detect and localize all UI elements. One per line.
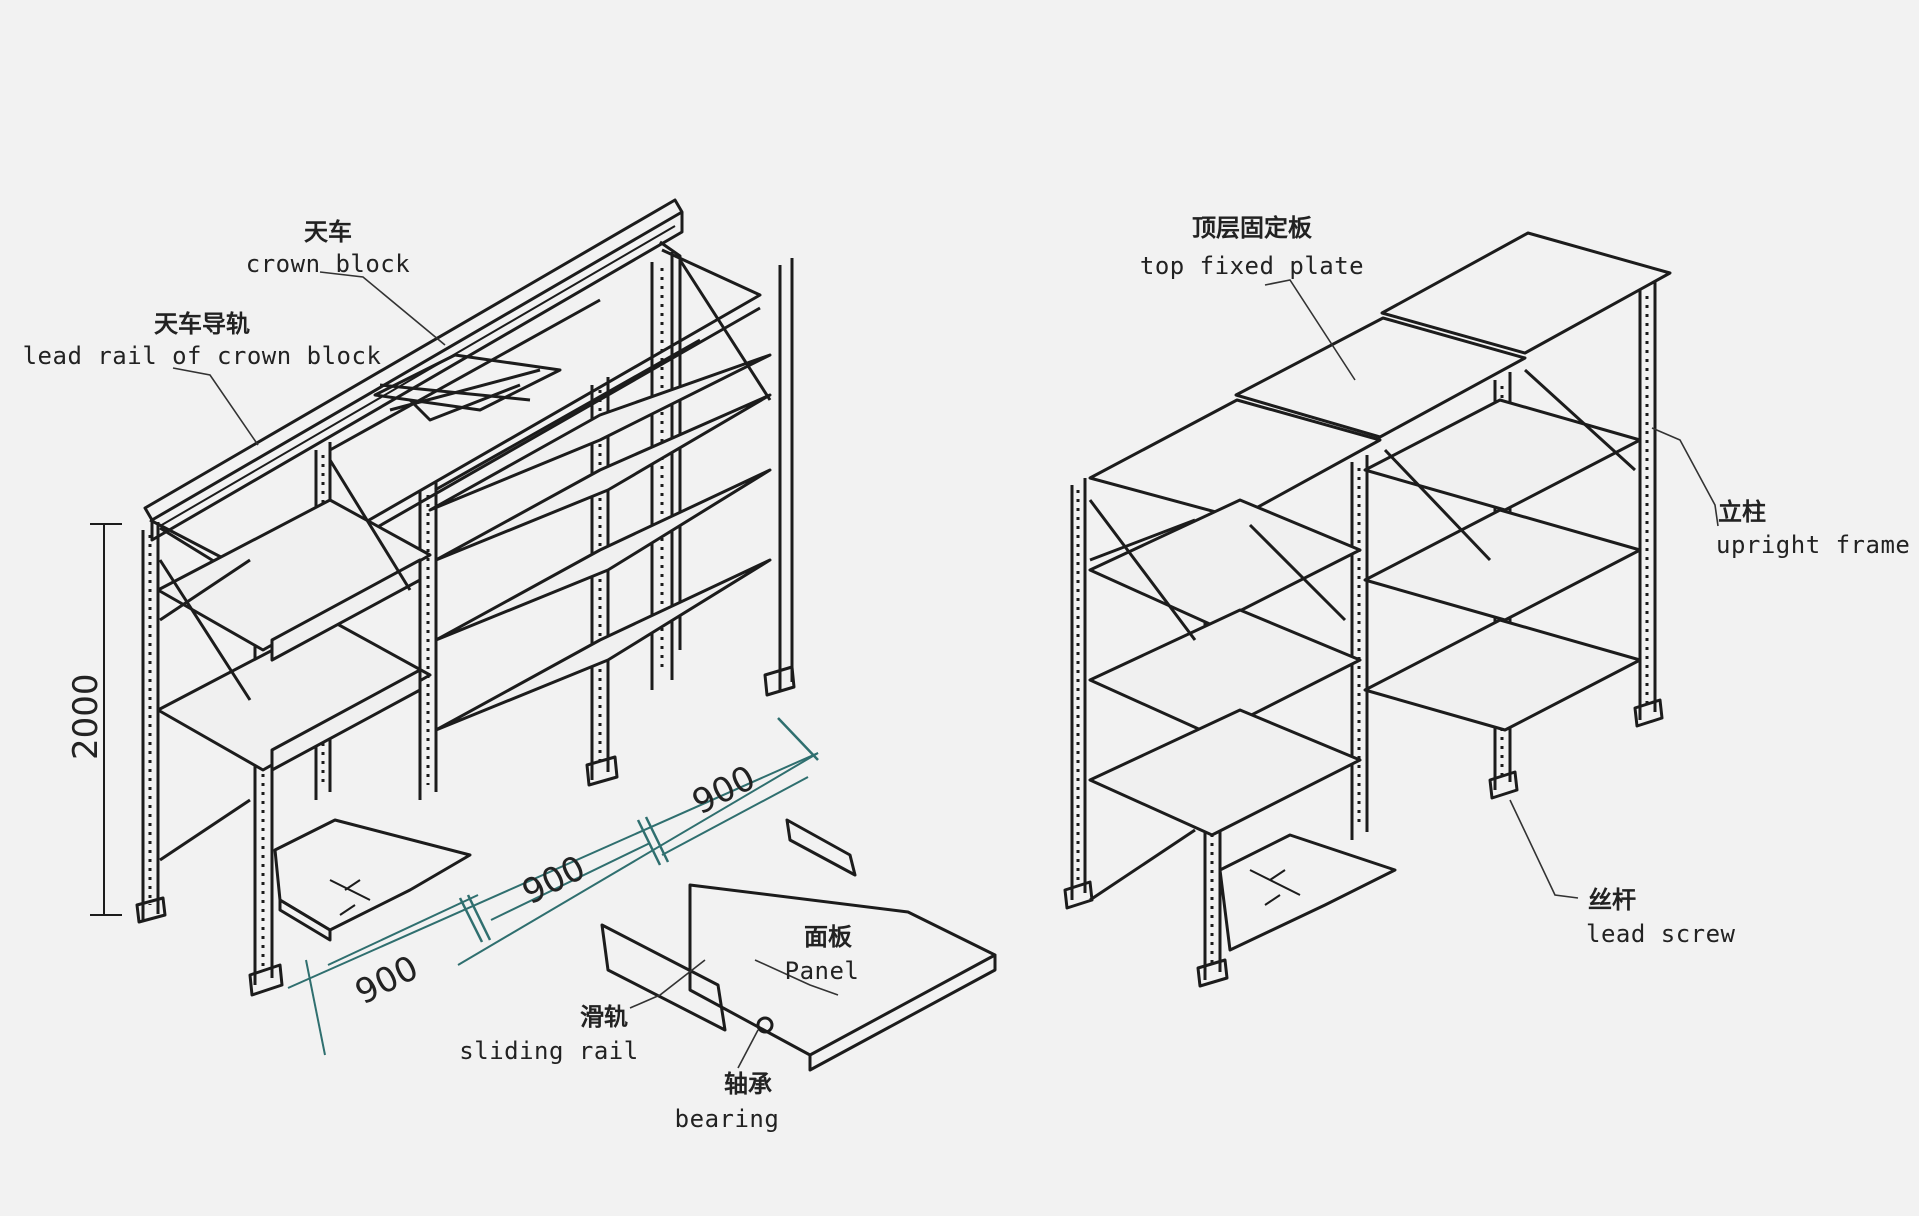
upright-cn-label: 立柱 — [1718, 498, 1766, 526]
bearing-en-label: bearing — [675, 1105, 780, 1133]
top-plate-cn-label: 顶层固定板 — [1192, 214, 1313, 242]
top-plate-en-label: top fixed plate — [1140, 252, 1364, 280]
label-top-plate: 顶层固定板 top fixed plate — [1140, 214, 1364, 280]
label-upright: 立柱 upright frame — [1716, 498, 1910, 559]
right-top-plates — [1088, 231, 1672, 520]
sliding-rail-cn-label: 滑轨 — [580, 1003, 628, 1031]
left-braces — [158, 259, 772, 862]
lead-screw-cn-label: 丝杆 — [1588, 886, 1636, 914]
label-lead-rail: 天车导轨 lead rail of crown block — [23, 310, 382, 370]
crown-block-rail — [143, 198, 684, 542]
label-bearing: 轴承 bearing — [675, 1070, 780, 1133]
label-panel: 面板 Panel — [785, 923, 860, 985]
leader-lines — [172, 271, 1719, 1069]
bay-3-dimension-label: 900 — [686, 758, 762, 823]
right-shelves — [1088, 398, 1642, 837]
exploded-panel — [600, 818, 997, 1072]
sliding-rail-en-label: sliding rail — [459, 1037, 638, 1065]
upright-en-label: upright frame — [1716, 531, 1910, 559]
label-sliding-rail: 滑轨 sliding rail — [459, 1003, 638, 1065]
lead-screw-en-label: lead screw — [1586, 920, 1736, 948]
right-pulled-panel — [1218, 833, 1397, 952]
right-braces — [1088, 368, 1637, 902]
label-lead-screw: 丝杆 lead screw — [1586, 886, 1736, 948]
crown-block-cn-label: 天车 — [304, 218, 352, 246]
right-rack — [1063, 231, 1672, 988]
panel-en-label: Panel — [785, 957, 860, 985]
left-shelves — [156, 353, 772, 772]
lead-rail-cn-label: 天车导轨 — [154, 310, 250, 338]
height-dimension: 2000 — [66, 523, 122, 916]
crown-block-en-label: crown block — [246, 250, 410, 278]
lead-rail-en-label: lead rail of crown block — [23, 342, 382, 370]
bearing-cn-label: 轴承 — [724, 1070, 772, 1098]
left-rack — [135, 198, 796, 997]
height-dimension-label: 2000 — [66, 673, 106, 760]
bay-1-dimension-label: 900 — [349, 948, 425, 1013]
panel-cn-label: 面板 — [804, 923, 853, 951]
right-feet — [1063, 698, 1664, 988]
left-feet — [135, 665, 796, 997]
label-crown-block: 天车 crown block — [246, 218, 410, 278]
left-pulled-panel — [273, 818, 472, 942]
